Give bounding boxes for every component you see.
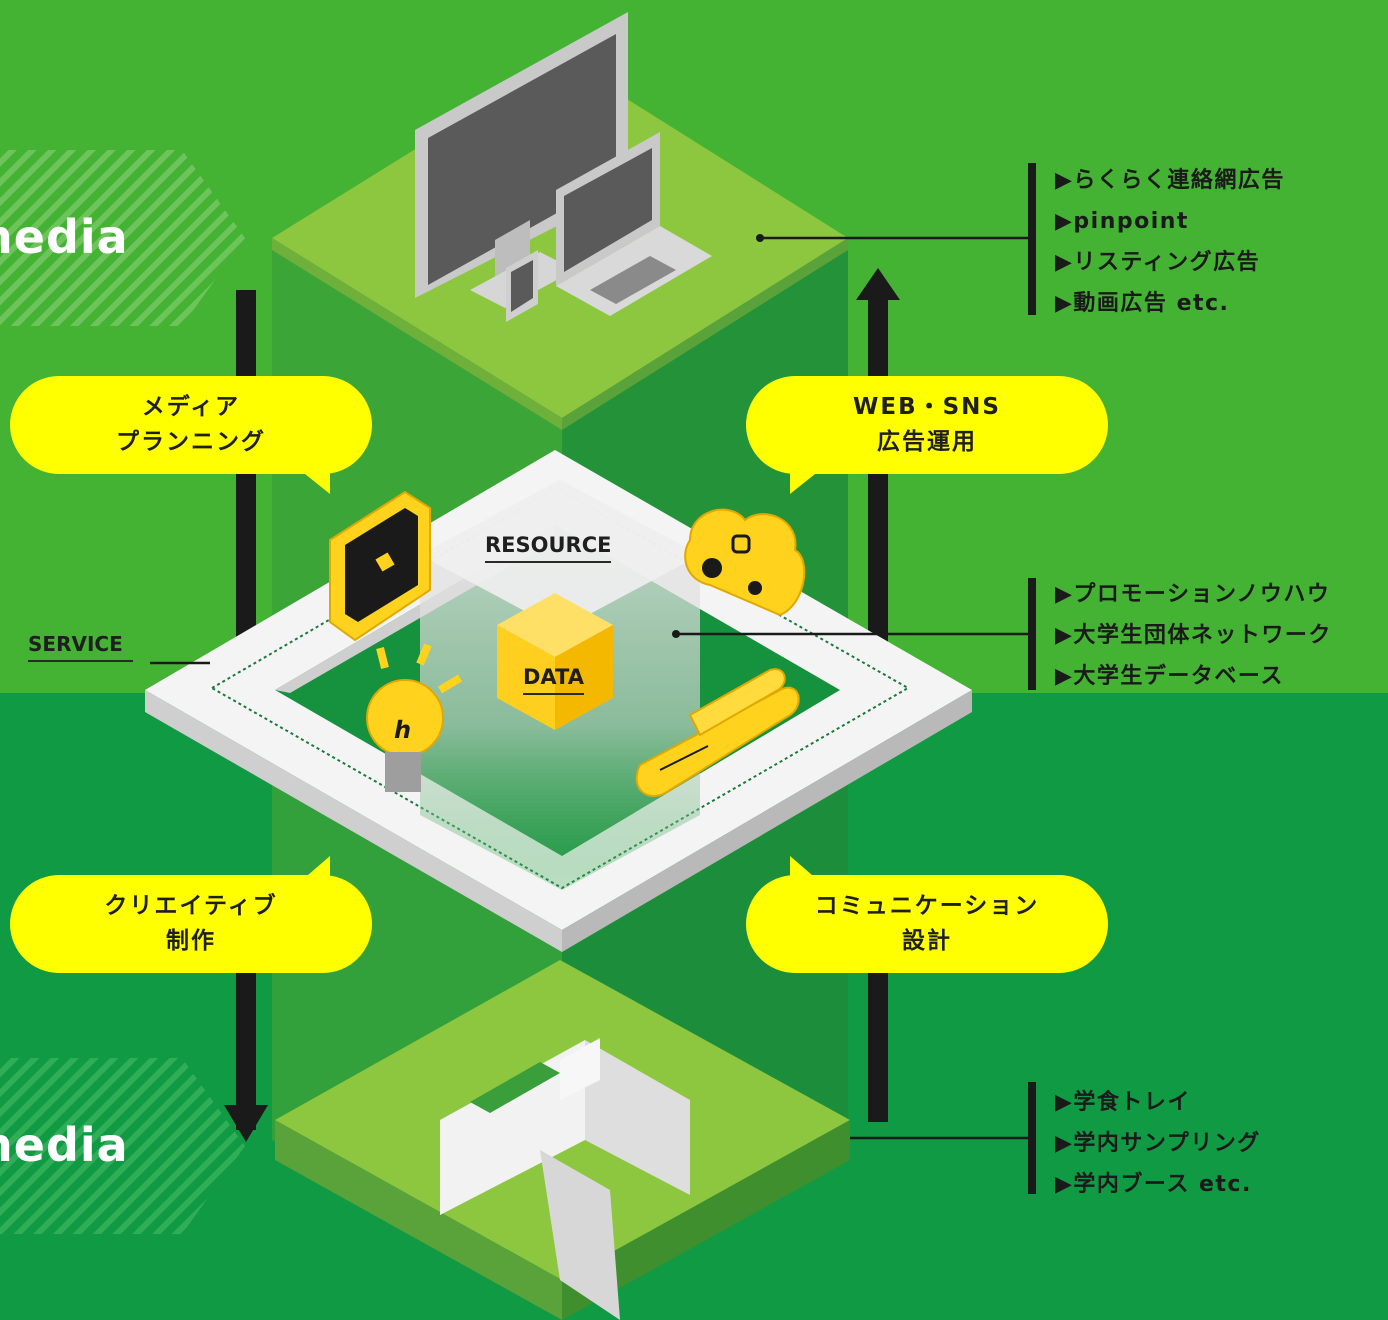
svg-text:ℎ: ℎ [394, 716, 411, 744]
list-item: ▶大学生団体ネットワーク [1055, 623, 1332, 648]
list-resources: ▶プロモーションノウハウ ▶大学生団体ネットワーク ▶大学生データベース [1055, 574, 1332, 697]
list-item: ▶プロモーションノウハウ [1055, 582, 1331, 607]
data-cube [497, 593, 613, 730]
list-item: ▶学内ブース etc. [1055, 1172, 1252, 1197]
bubble-creative-line2: 制作 [166, 928, 216, 954]
bottom-media-label: nedia [0, 1118, 129, 1172]
list-item: ▶らくらく連絡網広告 [1055, 168, 1285, 193]
list-campus-media: ▶学食トレイ ▶学内サンプリング ▶学内ブース etc. [1055, 1082, 1261, 1205]
bubble-web-sns-line1: WEB・SNS [853, 394, 1001, 420]
bottom-media-tag-bg [0, 1058, 245, 1234]
top-media-tag-bg [0, 150, 245, 326]
laptop-icon [556, 132, 712, 316]
list-item: ▶リスティング広告 [1055, 250, 1261, 275]
list-item: ▶大学生データベース [1055, 664, 1284, 689]
bubble-communication: コミュニケーション 設計 [746, 875, 1108, 973]
top-media-label: nedia [0, 210, 129, 264]
sns-cloud-icon [684, 508, 806, 617]
bubble-creative: クリエイティブ 制作 [10, 875, 372, 973]
list-item: ▶学食トレイ [1055, 1090, 1191, 1115]
list-item: ▶学内サンプリング [1055, 1131, 1261, 1156]
bubble-communication-line1: コミュニケーション [814, 893, 1040, 919]
bubble-media-planning: メディア プランニング [10, 376, 372, 474]
bubble-creative-line1: クリエイティブ [104, 893, 278, 919]
campus-building-icon [275, 960, 850, 1320]
bubble-media-planning-line1: メディア [141, 394, 241, 420]
data-label: DATA [523, 665, 585, 695]
puzzle-icon [329, 490, 431, 642]
list-item: ▶動画広告 etc. [1055, 291, 1230, 316]
top-platform-edge [272, 238, 562, 430]
bubble-communication-line2: 設計 [902, 928, 952, 954]
list-item: ▶pinpoint [1055, 209, 1189, 234]
bubble-media-planning-line2: プランニング [116, 429, 266, 455]
lightbulb-icon: ℎ [366, 643, 463, 792]
resource-label: RESOURCE [485, 533, 612, 563]
bubble-web-sns-line2: 広告運用 [877, 429, 977, 455]
phone-icon [506, 250, 538, 322]
service-label: SERVICE [28, 632, 133, 662]
bubble-web-sns: WEB・SNS 広告運用 [746, 376, 1108, 474]
speech-bubble-icon [635, 668, 800, 797]
list-web-media: ▶らくらく連絡網広告 ▶pinpoint ▶リスティング広告 ▶動画広告 etc… [1055, 160, 1285, 324]
